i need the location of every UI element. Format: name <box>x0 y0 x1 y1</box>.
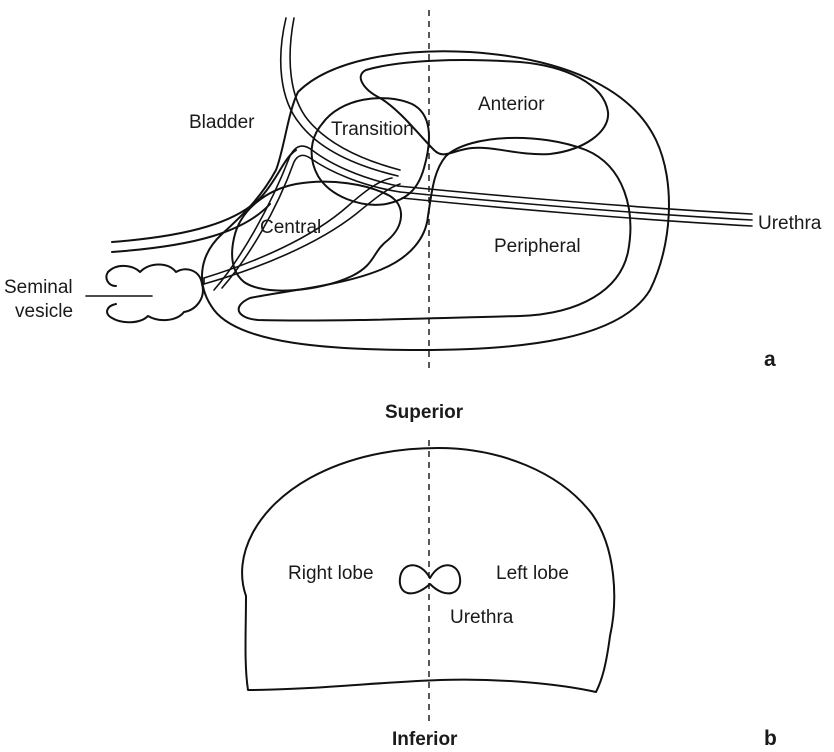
axial-prostate-outline <box>241 447 616 693</box>
seminal-vesicle-tip <box>105 271 117 287</box>
panel-b-letter: b <box>764 727 777 750</box>
axial-urethra-outline <box>398 564 462 595</box>
seminal-label-line2: vesicle <box>15 301 73 322</box>
peripheral-label: Peripheral <box>494 236 581 257</box>
duct-loop-outer <box>213 145 399 291</box>
prostate-capsule-outline <box>201 50 670 351</box>
panel-b-axial-diagram: Superior Right lobe Left lobe Urethra In… <box>241 402 777 750</box>
peripheral-zone-outline <box>237 136 632 322</box>
duct-loop-inner <box>221 154 401 289</box>
superior-label: Superior <box>385 402 464 423</box>
ejaculatory-duct-lower <box>203 183 401 285</box>
panel-a-letter: a <box>764 348 776 371</box>
urethra-label-a: Urethra <box>758 213 822 234</box>
transition-label: Transition <box>331 119 414 140</box>
right-lobe-label: Right lobe <box>288 563 374 584</box>
urethra-channel-mid <box>399 191 753 221</box>
urethra-label-b: Urethra <box>450 607 514 628</box>
inferior-label: Inferior <box>392 729 458 750</box>
urethra-proximal-left <box>279 17 399 177</box>
anterior-zone-outline <box>359 59 610 156</box>
seminal-label-line1: Seminal <box>4 277 73 298</box>
central-label: Central <box>260 217 321 238</box>
central-zone-outline <box>231 180 402 292</box>
urethra-channel-top <box>397 185 753 215</box>
urethra-proximal-right <box>289 17 401 171</box>
anterior-label: Anterior <box>478 94 545 115</box>
left-lobe-label: Left lobe <box>496 563 569 584</box>
ejaculatory-duct-upper <box>203 177 393 279</box>
seminal-vesicle-outline <box>106 263 204 324</box>
panel-a-sagittal-diagram: Bladder Transition Anterior Central Peri… <box>4 10 822 372</box>
bladder-wall-inner <box>111 203 271 253</box>
bladder-label: Bladder <box>189 112 255 133</box>
urethra-channel-bottom <box>401 197 753 227</box>
